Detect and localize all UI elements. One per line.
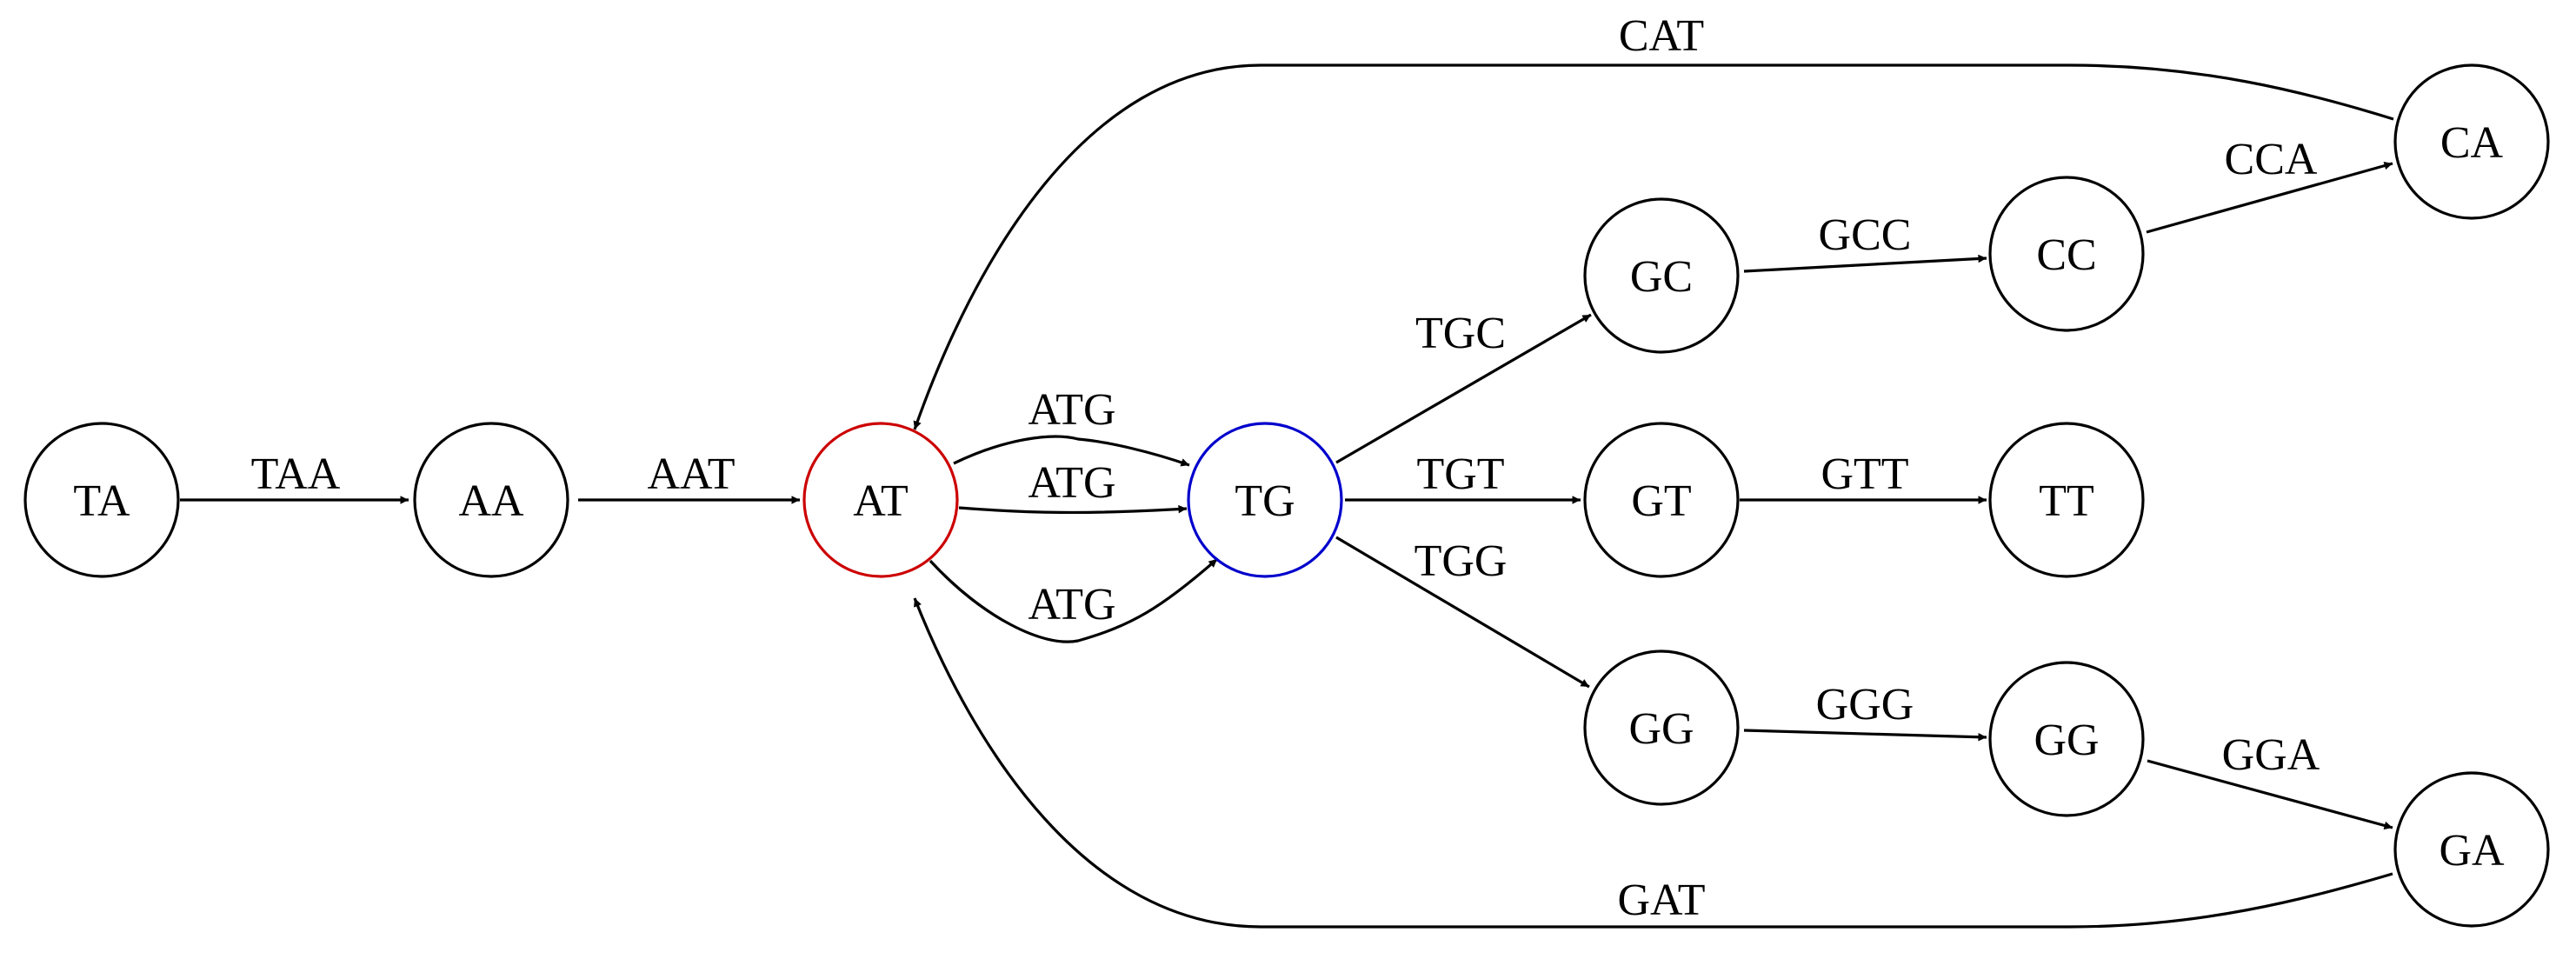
node-cc: CC xyxy=(1988,176,2145,332)
edge-label: GGG xyxy=(1816,680,1914,729)
edge-label: TGT xyxy=(1416,450,1504,499)
node-circle xyxy=(1187,422,1343,578)
edge-line xyxy=(1335,313,1592,464)
node-circle xyxy=(1583,649,1740,806)
node-circle xyxy=(1583,197,1740,354)
node-label: AT xyxy=(853,476,909,526)
node-circle xyxy=(1988,661,2145,817)
node-label: TT xyxy=(2039,476,2094,526)
edge-line xyxy=(953,435,1190,467)
edge-ga-at: GAT xyxy=(913,597,2393,929)
node-circle xyxy=(2393,63,2550,220)
edge-tg-gg: TGG xyxy=(1335,536,1590,689)
edge-at-tg-3: ATG xyxy=(929,557,1219,643)
node-aa: AA xyxy=(413,422,569,578)
edge-at-tg-1: ATG xyxy=(953,385,1190,467)
node-circle xyxy=(23,422,180,578)
node-circle xyxy=(1583,422,1740,578)
edge-aa-at: AAT xyxy=(578,450,800,504)
node-tt: TT xyxy=(1988,422,2145,578)
node-gg1: GG xyxy=(1583,649,1740,806)
edge-line xyxy=(913,63,2394,430)
node-label: GC xyxy=(1630,252,1693,302)
node-ta: TA xyxy=(23,422,180,578)
edge-tg-gt: TGT xyxy=(1345,450,1581,504)
node-ga: GA xyxy=(2393,771,2550,928)
edge-label: TGG xyxy=(1414,536,1508,586)
edge-gg-ga: GGA xyxy=(2147,730,2393,830)
node-label: CC xyxy=(2036,230,2096,280)
edge-label: TAA xyxy=(251,450,341,499)
node-label: TG xyxy=(1235,476,1295,526)
edge-line xyxy=(1743,729,1987,742)
node-label: GG xyxy=(2034,716,2099,765)
edge-label: CCA xyxy=(2225,135,2318,184)
edge-label: GGA xyxy=(2222,730,2320,780)
edge-line xyxy=(1335,536,1590,689)
edge-line xyxy=(929,557,1219,643)
node-tg: TG xyxy=(1187,422,1343,578)
edge-gg-gg: GGG xyxy=(1743,680,1987,742)
node-label: GG xyxy=(1628,704,1694,754)
edge-label: ATG xyxy=(1028,458,1115,508)
edge-line xyxy=(1743,254,1987,273)
edge-ca-at: CAT xyxy=(913,11,2394,430)
edge-label: ATG xyxy=(1028,580,1115,629)
node-ca: CA xyxy=(2393,63,2550,220)
node-gc: GC xyxy=(1583,197,1740,354)
edge-label: CAT xyxy=(1619,11,1704,61)
node-circle xyxy=(413,422,569,578)
edge-line xyxy=(2146,161,2393,234)
edge-line xyxy=(2147,759,2393,830)
node-label: GT xyxy=(1631,476,1691,526)
edge-gc-cc: GCC xyxy=(1743,210,1987,273)
node-circle xyxy=(802,422,959,578)
edge-cc-ca: CCA xyxy=(2146,135,2393,234)
edge-label: GAT xyxy=(1617,876,1705,925)
node-label: AA xyxy=(458,476,524,526)
node-circle xyxy=(1988,176,2145,332)
edge-line xyxy=(913,597,2393,929)
node-label: TA xyxy=(73,476,130,526)
edge-label: AAT xyxy=(647,450,735,499)
node-circle xyxy=(2393,771,2550,928)
node-label: CA xyxy=(2440,118,2504,168)
edge-gt-tt: GTT xyxy=(1740,450,1987,504)
node-gg2: GG xyxy=(1988,661,2145,817)
edge-label: GTT xyxy=(1821,450,1908,499)
node-at: AT xyxy=(802,422,959,578)
edge-tg-gc: TGC xyxy=(1335,309,1592,464)
edge-label: ATG xyxy=(1028,385,1115,435)
node-label: GA xyxy=(2439,826,2505,876)
edge-ta-aa: TAA xyxy=(180,450,409,504)
edge-label: TGC xyxy=(1415,309,1506,358)
edge-line xyxy=(958,504,1188,515)
node-gt: GT xyxy=(1583,422,1740,578)
edge-label: GCC xyxy=(1819,210,1912,260)
edge-at-tg-2: ATG xyxy=(958,458,1188,515)
node-circle xyxy=(1988,422,2145,578)
